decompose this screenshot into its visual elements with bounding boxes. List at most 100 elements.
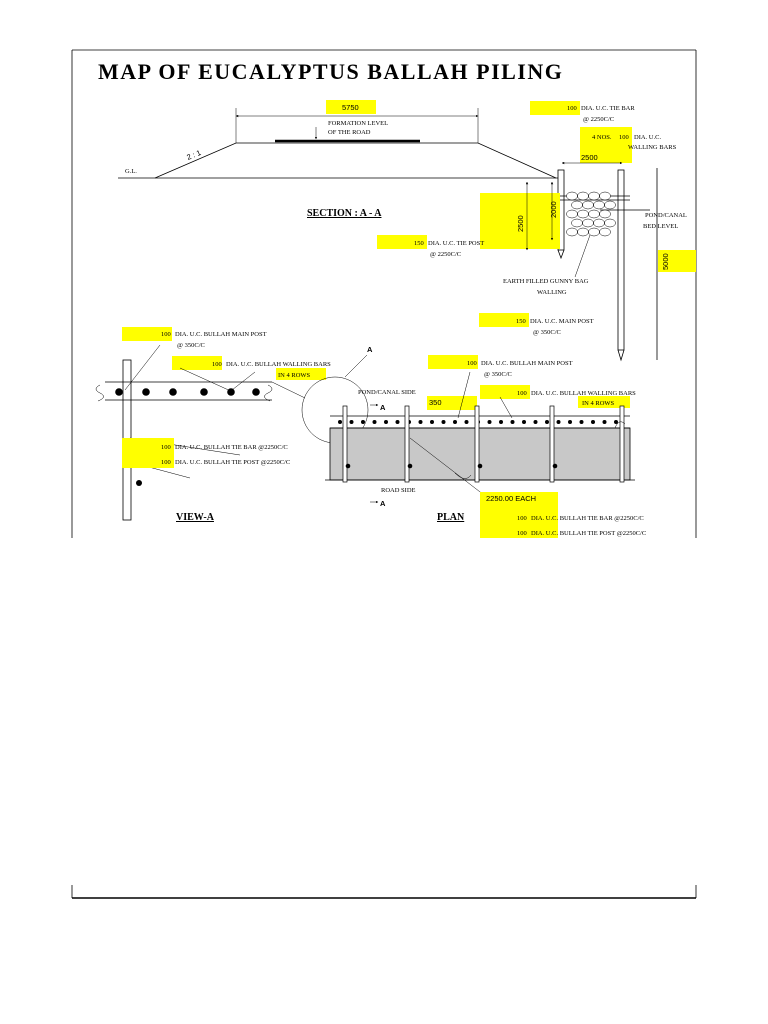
depth-highlight bbox=[480, 193, 560, 249]
main-post-text: DIA. U.C. MAIN POST bbox=[530, 318, 594, 325]
view-a-main-post-highlight bbox=[122, 327, 172, 341]
plan-walling-highlight bbox=[480, 385, 530, 399]
gunny-bag bbox=[593, 200, 605, 210]
tie-bar-dia: 100 bbox=[567, 105, 577, 112]
view-a-tie-bar-text: DIA. U.C. BULLAH TIE BAR @2250C/C bbox=[175, 444, 288, 451]
walling-bar-section bbox=[115, 388, 123, 396]
gunny-bag bbox=[577, 191, 589, 201]
pile-length-label: 5000 bbox=[661, 253, 670, 270]
walling-bar-section bbox=[545, 420, 549, 424]
plan-tie-bar-dia: 100 bbox=[517, 515, 527, 522]
walling-bar-section bbox=[510, 420, 515, 424]
walling-bars-highlight bbox=[580, 127, 632, 163]
gunny-bag bbox=[593, 218, 605, 228]
section-aa-heading: SECTION : A - A bbox=[307, 208, 382, 219]
ground-level-label: G.L. bbox=[125, 168, 137, 175]
walling-bar-section bbox=[349, 420, 354, 424]
gunny-bag-line-2: WALLING bbox=[537, 289, 567, 296]
walling-bar-section bbox=[418, 420, 423, 424]
gunny-bag bbox=[577, 209, 589, 219]
gunny-bag-walling bbox=[566, 191, 616, 237]
walling-bar-section bbox=[499, 420, 503, 424]
tie-post-spacing: @ 2250C/C bbox=[430, 251, 461, 258]
tie-bar-highlight bbox=[530, 101, 580, 115]
plan-section-mark-top: A bbox=[380, 403, 386, 412]
view-a-tie-highlight bbox=[122, 438, 174, 468]
plan-each-highlight bbox=[480, 492, 558, 538]
walling-bar-section bbox=[384, 420, 388, 424]
plan-tie-post-dia: 100 bbox=[517, 530, 527, 537]
pond-bed-level-2: BED LEVEL bbox=[643, 223, 678, 230]
sheet-border bbox=[71, 49, 697, 899]
plan-pond-side: POND/CANAL SIDE bbox=[358, 389, 416, 396]
plan-main-post-text: DIA. U.C. BULLAH MAIN POST bbox=[481, 360, 573, 367]
walling-bar-section bbox=[430, 420, 434, 424]
walling-text-1: DIA. U.C. bbox=[634, 134, 661, 141]
road-embankment bbox=[118, 139, 560, 179]
view-a-marker: A bbox=[367, 345, 373, 354]
pile-length-highlight bbox=[658, 250, 696, 272]
walling-bar-section bbox=[227, 388, 235, 396]
view-a-tie-post-text: DIA. U.C. BULLAH TIE POST @2250C/C bbox=[175, 459, 290, 466]
depth-2000-label: 2000 bbox=[549, 201, 558, 218]
view-a-tie-post-dia: 100 bbox=[161, 459, 171, 466]
view-a-walling-text: DIA. U.C. BULLAH WALLING BARS bbox=[226, 361, 331, 368]
walling-dia: 100 bbox=[619, 134, 629, 141]
view-a-main-post-spacing: @ 350C/C bbox=[177, 342, 205, 349]
plan-spacing-highlight bbox=[427, 396, 477, 410]
plan-section-mark-bottom: A bbox=[380, 499, 386, 508]
formation-level-line-1: FORMATION LEVEL bbox=[328, 120, 388, 127]
plan-main-post-spacing: @ 350C/C bbox=[484, 371, 512, 378]
road-width-highlight bbox=[326, 100, 376, 114]
plan-fill-area bbox=[329, 427, 631, 481]
view-a-walling-dia: 100 bbox=[212, 361, 222, 368]
walling-bar-section bbox=[142, 388, 150, 396]
walling-bar-section bbox=[614, 420, 618, 424]
main-post-highlight bbox=[479, 313, 529, 327]
walling-bar-section bbox=[602, 420, 607, 424]
tie-post-highlight bbox=[377, 235, 427, 249]
main-post-spacing: @ 350C/C bbox=[533, 329, 561, 336]
gunny-bag-line-1: EARTH FILLED GUNNY BAG bbox=[503, 278, 589, 285]
piles bbox=[540, 168, 658, 362]
gunny-bag bbox=[571, 218, 583, 228]
walling-bar-section bbox=[487, 420, 492, 424]
tie-post-text: DIA. U.C. TIE POST bbox=[428, 240, 484, 247]
plan-walling-bars bbox=[338, 420, 618, 424]
gunny-bag bbox=[599, 227, 611, 237]
depth-2500-label: 2500 bbox=[516, 215, 525, 232]
gunny-bag bbox=[599, 191, 611, 201]
formation-level-line-2: OF THE ROAD bbox=[328, 129, 371, 136]
view-a-walling-rows: IN 4 ROWS bbox=[278, 372, 311, 379]
walling-bar-section bbox=[252, 388, 260, 396]
slope-label: 2 : 1 bbox=[185, 148, 202, 162]
walling-text-2: WALLING BARS bbox=[628, 144, 677, 151]
plan-main-post-highlight bbox=[428, 355, 478, 369]
walling-bar-section bbox=[464, 420, 469, 424]
width-2500-label: 2500 bbox=[581, 153, 598, 162]
gunny-bag bbox=[582, 200, 594, 210]
gunny-bag bbox=[588, 227, 600, 237]
plan-road-side: ROAD SIDE bbox=[381, 487, 416, 494]
tie-post-dia: 150 bbox=[414, 240, 424, 247]
plan-rows-highlight bbox=[578, 396, 630, 408]
view-a-main-post-text: DIA. U.C. BULLAH MAIN POST bbox=[175, 331, 267, 338]
gunny-bag bbox=[566, 209, 578, 219]
plan-tie-posts bbox=[342, 405, 625, 483]
plan-walling-dia: 100 bbox=[517, 390, 527, 397]
tie-bar-text: DIA. U.C. TIE BAR bbox=[581, 105, 635, 112]
view-a: 100 DIA. U.C. BULLAH MAIN POST @ 350C/C … bbox=[95, 327, 373, 523]
plan-tie-post-text: DIA. U.C. BULLAH TIE POST @2250C/C bbox=[531, 530, 646, 537]
plan-walling-text: DIA. U.C. BULLAH WALLING BARS bbox=[531, 390, 636, 397]
walling-bar-section bbox=[453, 420, 457, 424]
plan-view: 100 DIA. U.C. BULLAH MAIN POST @ 350C/C … bbox=[325, 355, 646, 538]
view-a-tie-bar-dia: 100 bbox=[161, 444, 171, 451]
walling-bar-section bbox=[591, 420, 595, 424]
walling-bar-section bbox=[568, 420, 572, 424]
pond-bed-level-1: POND/CANAL bbox=[645, 212, 687, 219]
plan-walling-rows: IN 4 ROWS bbox=[582, 400, 615, 407]
view-a-walling-highlight bbox=[172, 356, 222, 370]
drawing-title: MAP OF EUCALYPTUS BALLAH PILING bbox=[98, 59, 563, 84]
plan-spacing-350: 350 bbox=[429, 398, 442, 407]
